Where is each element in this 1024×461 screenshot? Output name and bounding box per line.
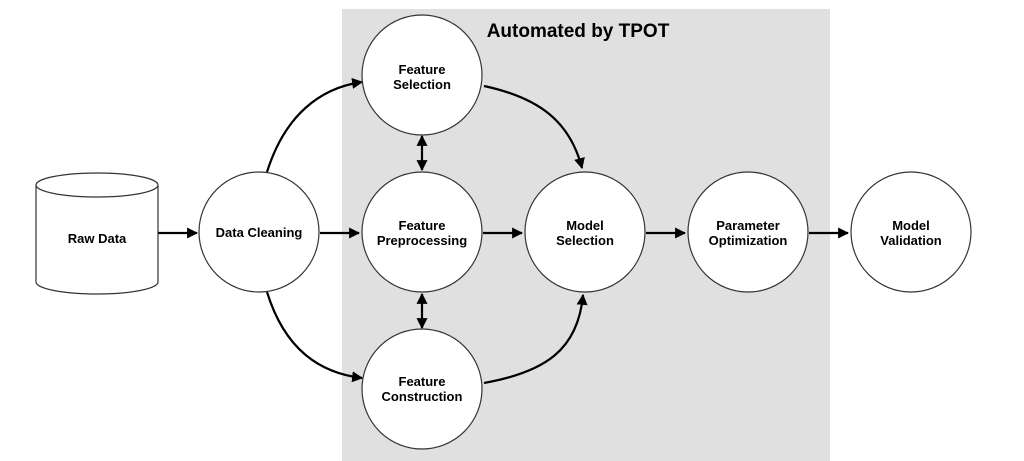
- model-validation-label-line-1: Model: [892, 218, 930, 233]
- edges: [158, 77, 850, 385]
- raw-data-node: Raw Data: [35, 172, 159, 295]
- model-selection-node: Model Selection: [524, 171, 646, 293]
- edge-feature-construction-to-model-selection: [483, 293, 588, 385]
- automated-region-title: Automated by TPOT: [487, 21, 670, 42]
- edge-data-cleaning-to-feature-construction: [265, 291, 364, 383]
- model-validation-node: Model Validation: [850, 171, 972, 293]
- parameter-optimization-label-line-1: Parameter: [716, 218, 780, 233]
- data-cleaning-node: Data Cleaning: [198, 171, 320, 293]
- feature-construction-node: Feature Construction: [361, 328, 483, 450]
- feature-preprocessing-label-line-1: Feature: [399, 218, 446, 233]
- feature-selection-label-line-1: Feature: [399, 62, 446, 77]
- edge-feature-selection-to-model-selection: [483, 84, 585, 170]
- edge-data-cleaning-to-feature-selection: [265, 77, 364, 173]
- raw-data-label: Raw Data: [68, 231, 127, 246]
- model-selection-label-line-2: Selection: [556, 233, 614, 248]
- feature-selection-node: Feature Selection: [361, 14, 483, 136]
- feature-construction-label-line-2: Construction: [382, 389, 463, 404]
- feature-construction-label-line-1: Feature: [399, 374, 446, 389]
- data-cleaning-label: Data Cleaning: [216, 225, 303, 240]
- feature-preprocessing-label-line-2: Preprocessing: [377, 233, 467, 248]
- feature-preprocessing-node: Feature Preprocessing: [361, 171, 483, 293]
- feature-selection-label-line-2: Selection: [393, 77, 451, 92]
- parameter-optimization-node: Parameter Optimization: [687, 171, 809, 293]
- parameter-optimization-label-line-2: Optimization: [709, 233, 788, 248]
- model-selection-label-line-1: Model: [566, 218, 604, 233]
- model-validation-label-line-2: Validation: [880, 233, 941, 248]
